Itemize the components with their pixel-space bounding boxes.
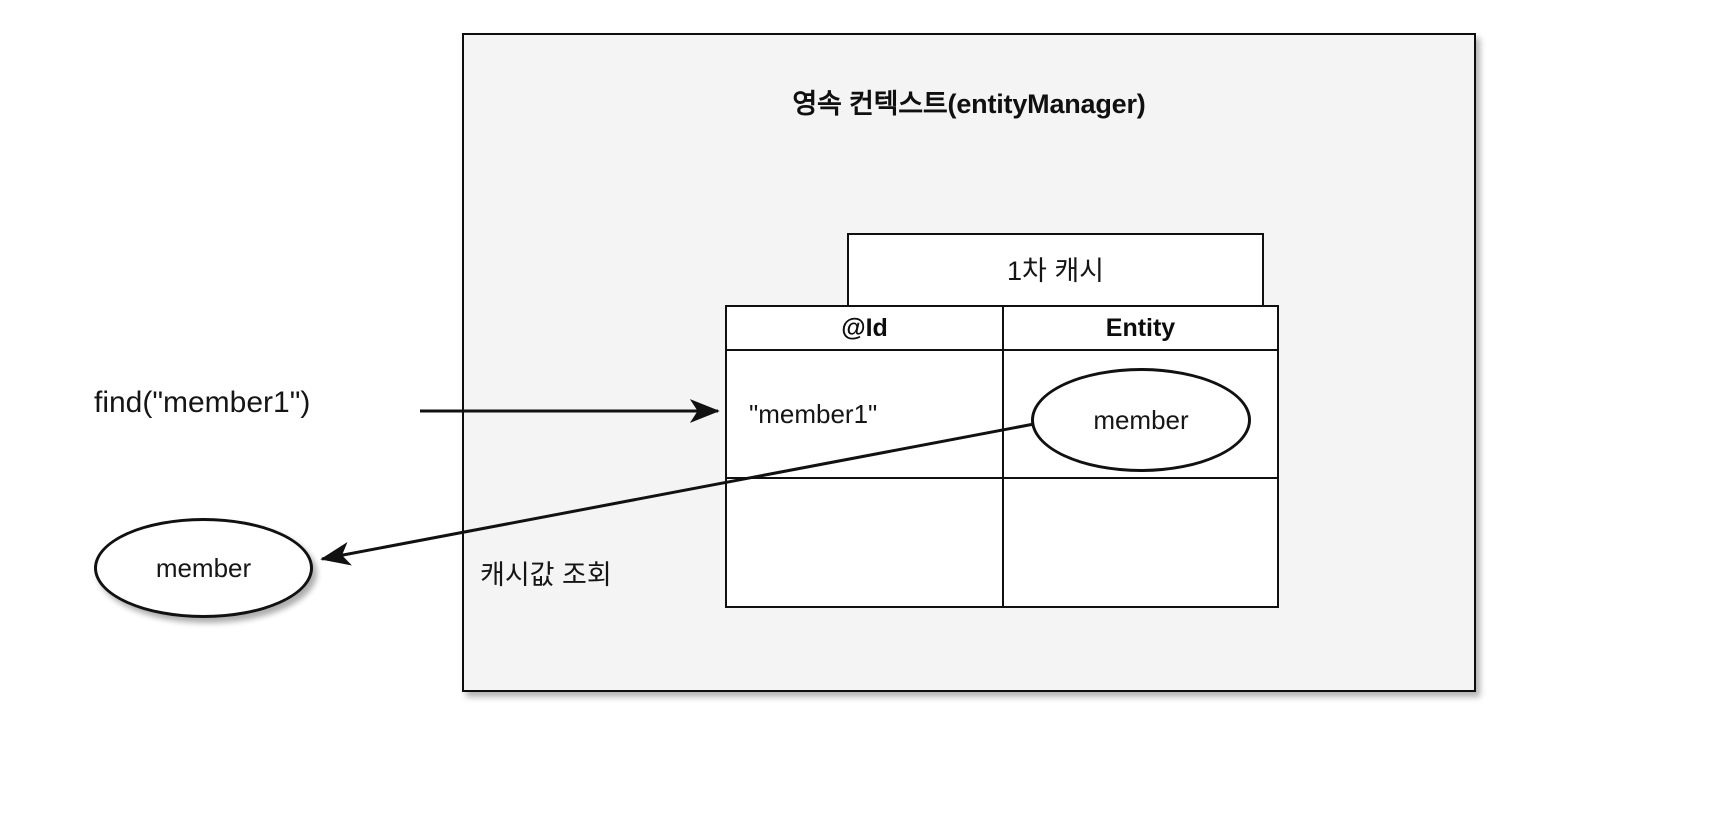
persistence-context-title: 영속 컨텍스트(entityManager) (792, 89, 1146, 119)
cell-id-empty (727, 479, 1004, 606)
cached-entity-ellipse: member (1031, 368, 1251, 472)
cell-id-member1: "member1" (727, 351, 1004, 477)
returned-member-ellipse: member (94, 518, 313, 618)
column-header-id: @Id (727, 307, 1004, 349)
first-level-cache-label: 1차 캐시 (1006, 256, 1105, 286)
table-row-empty (727, 479, 1277, 606)
cell-entity-empty (1004, 479, 1277, 606)
table-header-row: @Id Entity (727, 307, 1277, 351)
cache-read-label: 캐시값 조회 (480, 560, 612, 590)
column-header-entity: Entity (1105, 313, 1176, 342)
find-call-label: find("member1") (94, 386, 311, 419)
first-level-cache-tab (847, 233, 1264, 308)
